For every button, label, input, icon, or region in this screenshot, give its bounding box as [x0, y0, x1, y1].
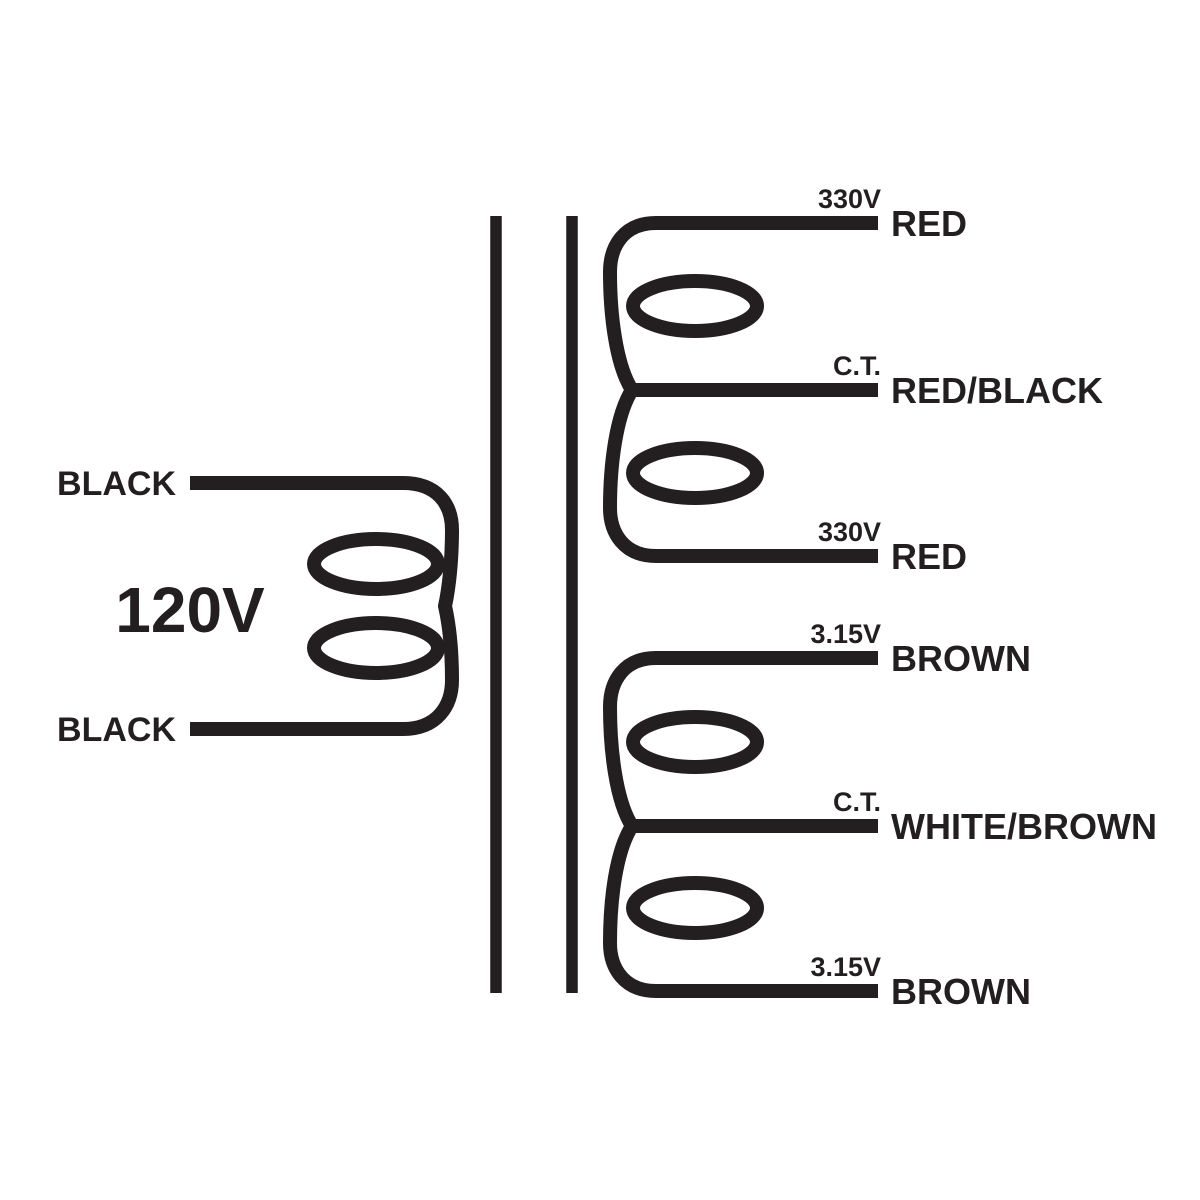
- primary-loop-2: [307, 616, 445, 680]
- secondary-hv-wire-top-label: RED: [891, 203, 967, 244]
- secondary-filament-wire-bottom-label: BROWN: [891, 971, 1031, 1012]
- secondary-hv-loop-2: [626, 441, 764, 505]
- secondary-filament-tap-top-label: 3.15V: [810, 619, 881, 649]
- secondary-hv-tap-bottom-label: 330V: [818, 517, 881, 547]
- primary-winding: BLACK BLACK 120V: [57, 465, 459, 749]
- secondary-hv-tap-top-label: 330V: [818, 184, 881, 214]
- secondary-filament-tap-ct-label: C.T.: [833, 787, 881, 817]
- secondary-filament-tap-bottom-label: 3.15V: [810, 952, 881, 982]
- secondary-filament-winding: 3.15V BROWN C.T. WHITE/BROWN 3.15V BROWN: [603, 619, 1157, 1012]
- secondary-hv-winding: 330V RED C.T. RED/BLACK 330V RED: [603, 184, 1103, 577]
- secondary-hv-wire-ct-label: RED/BLACK: [891, 370, 1103, 411]
- secondary-hv-tap-ct-label: C.T.: [833, 351, 881, 381]
- primary-lead-bottom-label: BLACK: [57, 711, 176, 749]
- primary-loop-1: [307, 532, 445, 596]
- secondary-filament-wire-ct-label: WHITE/BROWN: [891, 806, 1157, 847]
- primary-winding-path: [190, 476, 459, 736]
- secondary-hv-wire-bottom-label: RED: [891, 536, 967, 577]
- secondary-filament-loop-2: [626, 876, 764, 940]
- transformer-core: [490, 216, 578, 993]
- secondary-filament-wire-top-label: BROWN: [891, 638, 1031, 679]
- secondary-hv-loop-1: [626, 274, 764, 338]
- primary-voltage-label: 120V: [115, 574, 265, 646]
- secondary-filament-loop-1: [626, 710, 764, 774]
- primary-lead-top-label: BLACK: [57, 465, 176, 503]
